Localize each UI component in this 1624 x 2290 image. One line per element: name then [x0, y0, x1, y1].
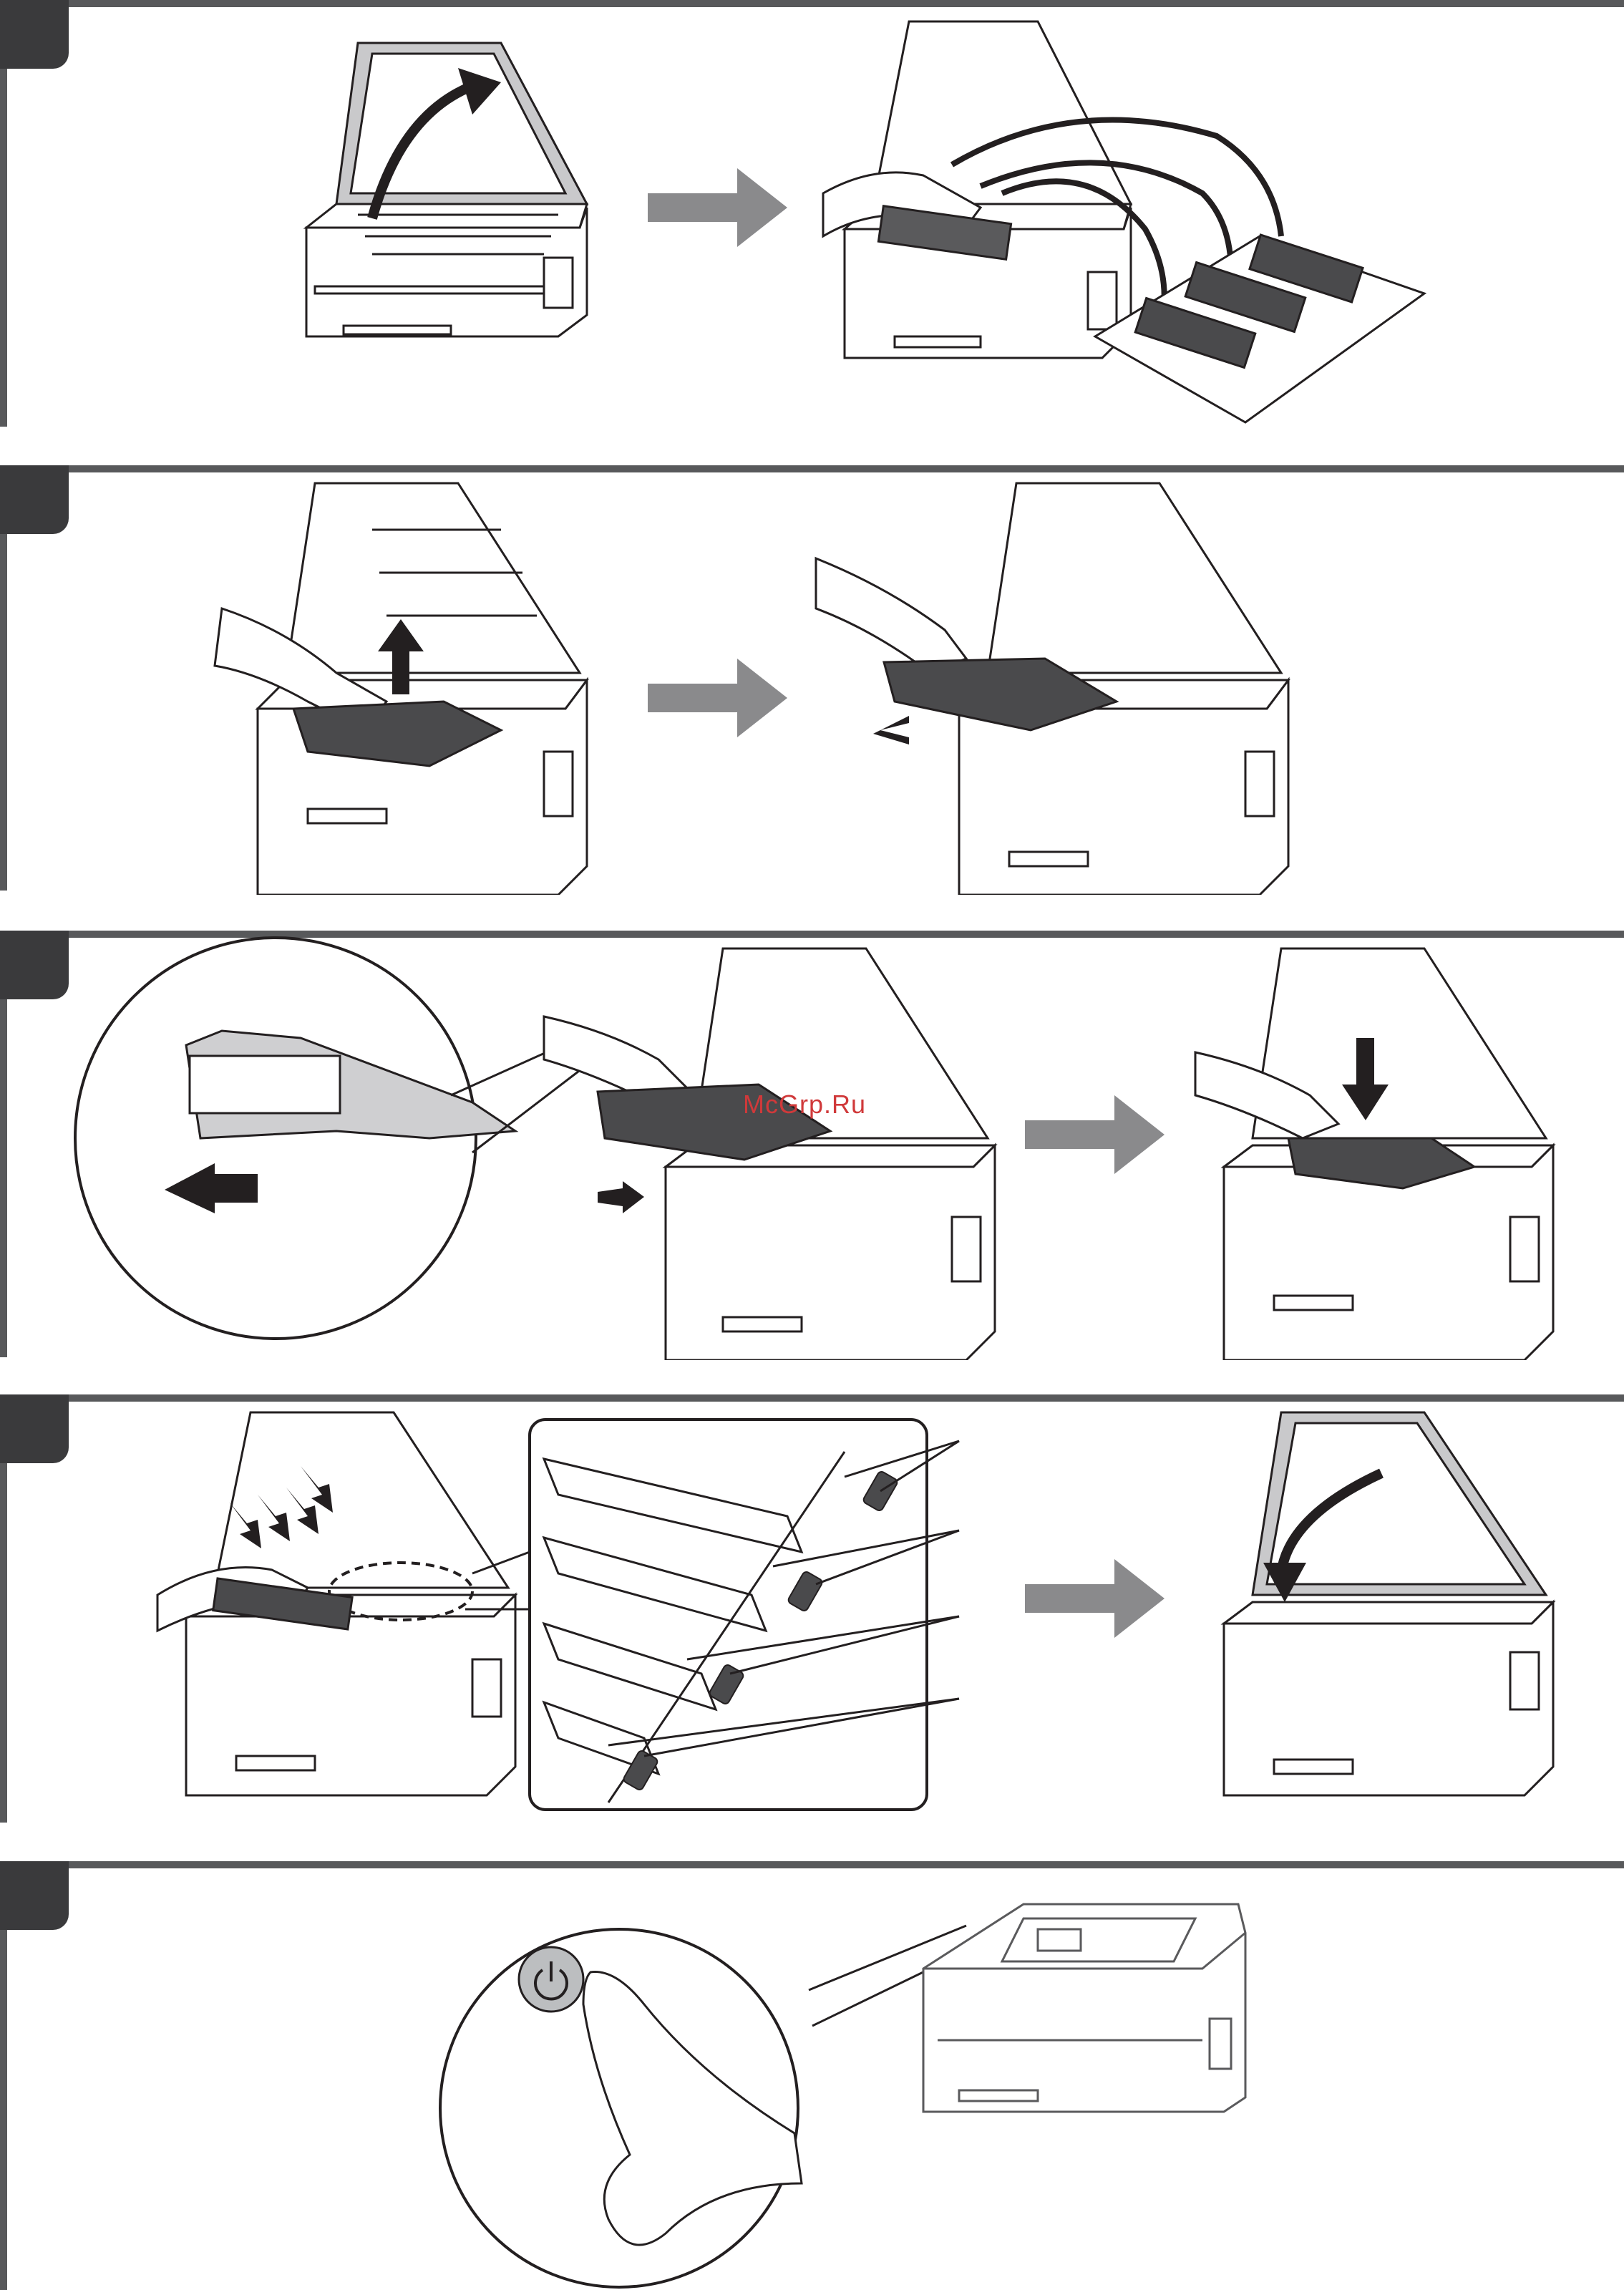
step-5-panel [0, 1861, 1624, 2290]
step-3-illustration [0, 931, 1624, 1360]
printer-lid-closing [1224, 1412, 1553, 1795]
step-4-panel [0, 1394, 1624, 1824]
step-1-panel [0, 0, 1624, 430]
step-4-illustration [0, 1394, 1624, 1824]
left-arrow-icon [873, 716, 909, 744]
right-arrow-icon [648, 168, 787, 247]
printer-closed [923, 1904, 1245, 2112]
step-2-panel [0, 465, 1624, 895]
step-3-panel [0, 931, 1624, 1360]
step-5-illustration [0, 1861, 1624, 2290]
right-arrow-icon [1025, 1559, 1164, 1638]
step-1-illustration [0, 0, 1624, 430]
belt-unit-zoom [190, 1056, 340, 1113]
zoom-pointer [472, 1059, 594, 1153]
printer-lid-open-1 [306, 43, 587, 336]
right-arrow-icon [1025, 1095, 1164, 1174]
step-2-illustration [0, 465, 1624, 895]
hand-illustration [816, 558, 966, 673]
zoom-pointer [812, 1969, 930, 2026]
watermark: McGrp.Ru [743, 1090, 866, 1120]
right-arrow-icon [648, 659, 787, 737]
right-arrow-small-icon [598, 1181, 644, 1213]
